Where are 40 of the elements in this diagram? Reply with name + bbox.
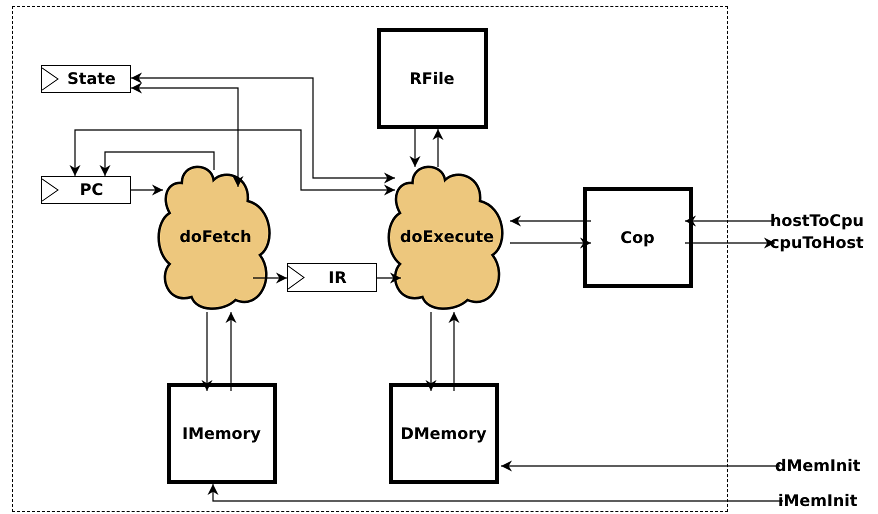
arrow (685, 238, 775, 248)
system-boundary (12, 6, 728, 512)
arrow (501, 460, 780, 472)
port-label: iMemInit (778, 490, 875, 512)
block-label: Cop (620, 228, 655, 246)
block-label: IMemory (182, 424, 261, 442)
block-label: RFile (409, 68, 455, 88)
arrow (70, 129, 395, 196)
arrow (100, 151, 215, 176)
arrow (510, 216, 591, 226)
arrow (377, 272, 401, 284)
port-label: cpuToHost (770, 232, 876, 254)
arrow (685, 216, 775, 226)
register-box (286, 262, 376, 292)
arrow (202, 312, 212, 391)
module-box (388, 382, 498, 484)
arrow (426, 312, 436, 391)
arrow (432, 129, 444, 167)
arrow (131, 184, 163, 196)
module-box (582, 186, 692, 288)
block-label: PC (80, 180, 104, 199)
arrow (253, 272, 287, 284)
arrow (448, 312, 460, 391)
block-label: IR (328, 268, 347, 286)
port-label: dMemInit (775, 455, 875, 477)
arrow (410, 129, 420, 167)
block-label: State (67, 69, 116, 88)
block-label: doExecute (400, 227, 494, 246)
arrow (510, 238, 591, 248)
arrow (226, 312, 236, 391)
module-box (376, 28, 488, 128)
block-label: doFetch (179, 227, 252, 246)
port-label: hostToCpu (770, 210, 876, 232)
module-box (166, 382, 276, 484)
arrow (208, 484, 783, 502)
register-box (40, 64, 130, 92)
arrow (131, 72, 395, 184)
arrow (131, 82, 244, 187)
register-box (40, 176, 130, 204)
block-label: DMemory (400, 424, 487, 442)
